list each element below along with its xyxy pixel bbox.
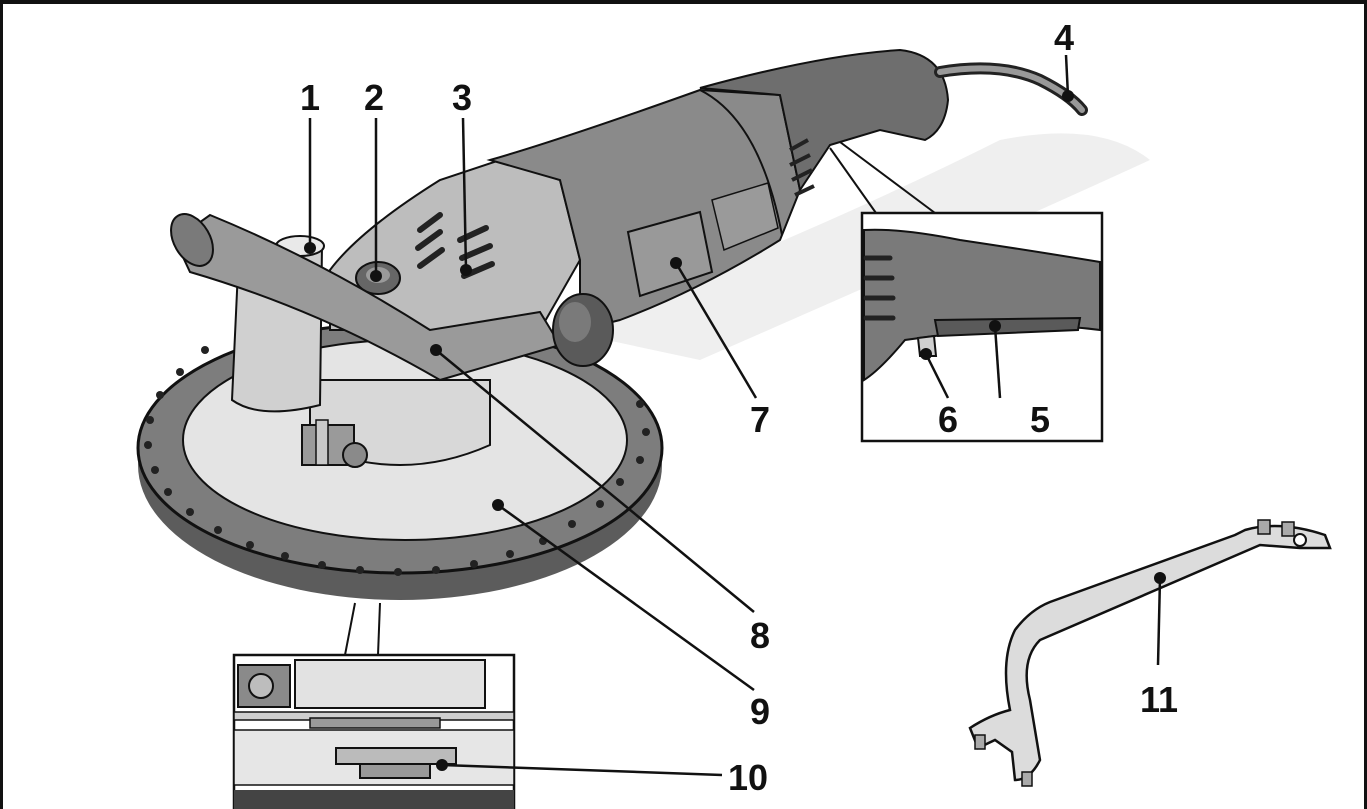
callout-9: 9 (750, 691, 770, 732)
pin-wrench (968, 524, 1332, 782)
ground-shadow (560, 133, 1150, 360)
callout-4: 4 (1054, 17, 1074, 58)
callout-6: 6 (938, 399, 958, 440)
trigger-detail-inset (829, 141, 1104, 443)
pin-wrench-illustration (968, 519, 1332, 787)
flange-detail-inset (232, 602, 516, 809)
leader-lines (308, 54, 1162, 777)
motor-housing (486, 88, 802, 332)
trigger-switch (933, 316, 1082, 338)
inset-handle (863, 228, 1101, 382)
callout-5: 5 (1030, 399, 1050, 440)
leader-dots (304, 90, 1166, 771)
name-plate (626, 210, 714, 298)
callout-3: 3 (452, 77, 472, 118)
callout-7: 7 (750, 399, 770, 440)
callout-labels: 1 2 3 4 5 6 7 8 9 10 11 (300, 17, 1178, 798)
callout-11: 11 (1140, 679, 1178, 720)
grinder-illustration (136, 48, 1150, 600)
main-handle (699, 48, 950, 193)
callout-2: 2 (364, 77, 384, 118)
clamp-screw (342, 442, 368, 468)
callout-8: 8 (750, 615, 770, 656)
callout-10: 10 (728, 757, 768, 798)
motor-vents (789, 138, 815, 197)
callout-1: 1 (300, 77, 320, 118)
ring-holes (144, 346, 650, 576)
